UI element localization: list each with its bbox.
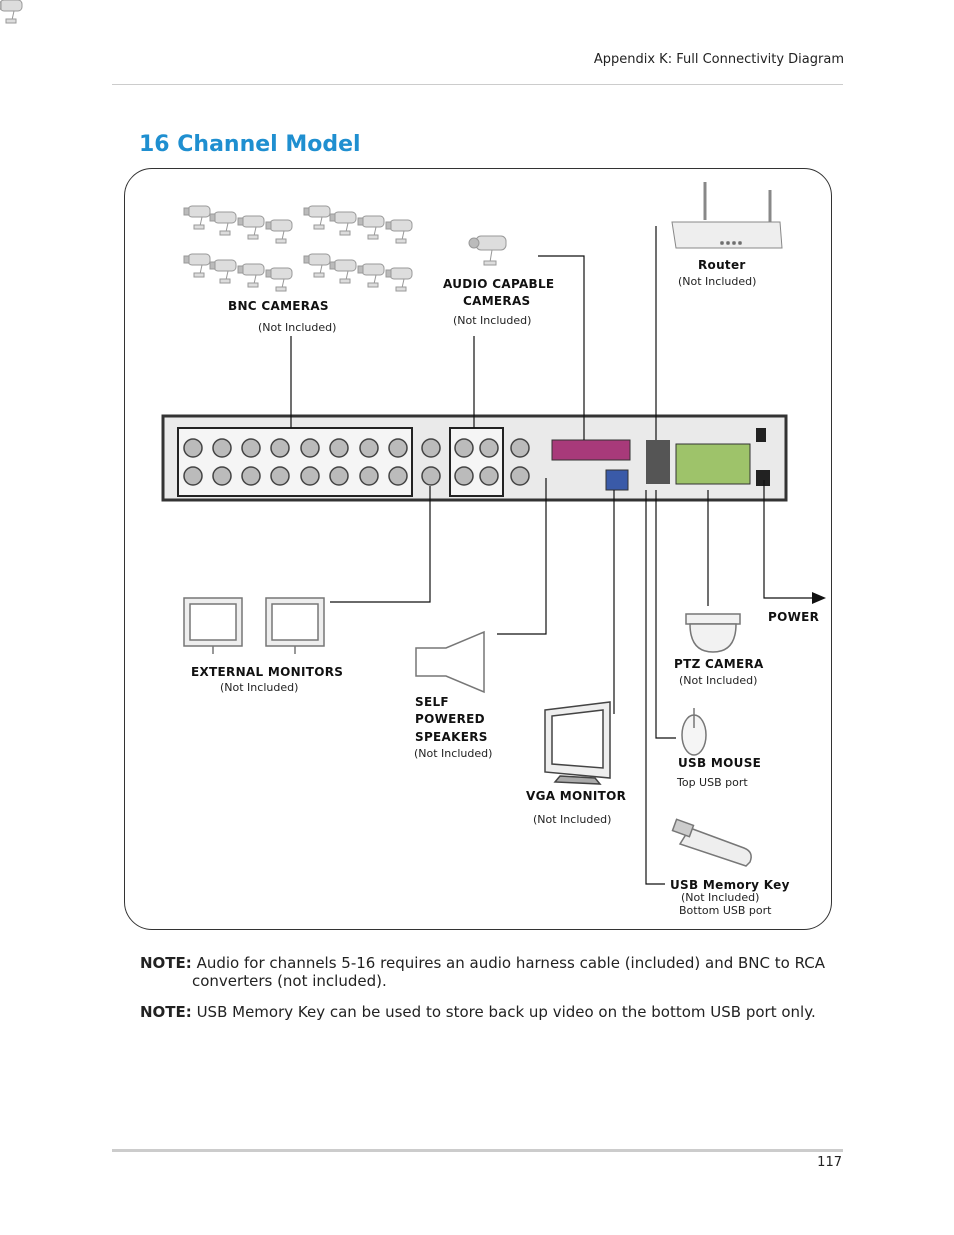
usb-key-label: USB Memory Key xyxy=(670,878,790,892)
vga-monitor-label: VGA MONITOR xyxy=(526,789,627,803)
usb-key-icon xyxy=(671,818,752,867)
usb-mouse-label: USB MOUSE xyxy=(678,756,762,770)
note-prefix: NOTE: xyxy=(140,1003,192,1021)
speakers-note: (Not Included) xyxy=(414,747,493,760)
external-monitor-icons xyxy=(183,597,325,654)
router-label: Router xyxy=(698,258,746,272)
connection-lines xyxy=(290,226,812,885)
ptz-camera-note: (Not Included) xyxy=(679,674,758,687)
note-audio: NOTE: Audio for channels 5-16 requires a… xyxy=(140,954,825,990)
power-arrow xyxy=(812,592,826,604)
power-label: POWER xyxy=(768,610,820,624)
speakers-label-1: SELF xyxy=(415,695,449,709)
page-number: 117 xyxy=(817,1155,842,1170)
router-note: (Not Included) xyxy=(678,275,757,288)
speaker-icon xyxy=(415,630,485,694)
ptz-camera-label: PTZ CAMERA xyxy=(674,657,764,671)
vga-monitor-note: (Not Included) xyxy=(533,813,612,826)
audio-cameras-label-2: CAMERAS xyxy=(463,294,531,308)
audio-camera-icon xyxy=(468,235,507,266)
dvr-rear-panel xyxy=(161,414,788,502)
running-header: Appendix K: Full Connectivity Diagram xyxy=(593,52,844,67)
external-monitors-note: (Not Included) xyxy=(220,681,299,694)
note-prefix: NOTE: xyxy=(140,954,192,972)
section-title: 16 Channel Model xyxy=(139,132,361,157)
router-icon xyxy=(671,182,783,249)
usb-key-note-2: Bottom USB port xyxy=(679,904,772,917)
note-text: Audio for channels 5-16 requires an audi… xyxy=(196,954,826,972)
bnc-cameras-note: (Not Included) xyxy=(258,321,337,334)
vga-monitor-icon xyxy=(544,701,611,785)
speakers-label-3: SPEAKERS xyxy=(415,730,488,744)
usb-mouse-note: Top USB port xyxy=(677,776,748,789)
usb-mouse-icon xyxy=(681,708,707,756)
bnc-cameras-label: BNC CAMERAS xyxy=(228,299,329,313)
diagram-frame xyxy=(124,168,832,930)
header-rule xyxy=(112,84,843,85)
footer-rule xyxy=(112,1149,843,1152)
note-text: USB Memory Key can be used to store back… xyxy=(196,1003,816,1021)
audio-cameras-label-1: AUDIO CAPABLE xyxy=(443,277,555,291)
bnc-camera-icons xyxy=(0,0,413,292)
audio-cameras-note: (Not Included) xyxy=(453,314,532,327)
external-monitors-label: EXTERNAL MONITORS xyxy=(191,665,344,679)
usb-key-note-1: (Not Included) xyxy=(681,891,760,904)
speakers-label-2: POWERED xyxy=(415,712,485,726)
note-text-continued: converters (not included). xyxy=(192,972,387,990)
ptz-camera-icon xyxy=(685,613,741,653)
note-usb: NOTE: USB Memory Key can be used to stor… xyxy=(140,1003,816,1021)
